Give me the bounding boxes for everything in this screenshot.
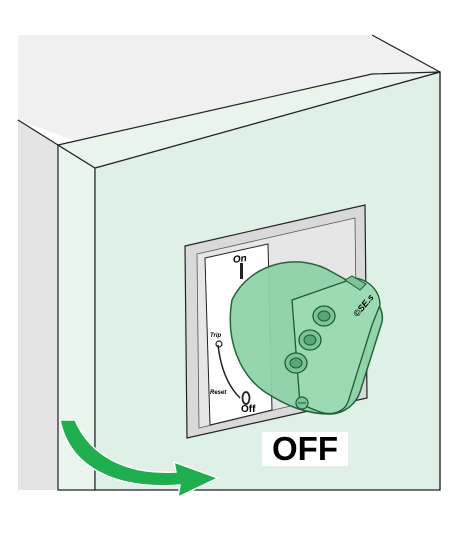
enclosure-side-panel [18, 120, 58, 490]
enclosure-edge-line [17, 119, 59, 146]
enclosure-edge-line-right [371, 34, 441, 73]
off-mark-icon [241, 391, 251, 405]
trip-indicator-icon [215, 340, 223, 348]
padlock-hole-inner [317, 310, 331, 322]
position-off-label: Off [241, 404, 256, 415]
handle-tab [344, 275, 367, 291]
padlock-hole-inner [289, 357, 303, 369]
enclosure-top-face [18, 35, 440, 148]
position-on-label: On [232, 253, 248, 266]
off-caption: OFF [262, 432, 348, 466]
padlock-hole-inner [303, 334, 317, 346]
position-reset-label: Reset [210, 390, 227, 396]
position-trip-label: Trip [210, 333, 222, 339]
rotate-arrow-icon [59, 419, 220, 499]
on-mark-icon [240, 263, 243, 279]
dial-arc [217, 344, 241, 399]
